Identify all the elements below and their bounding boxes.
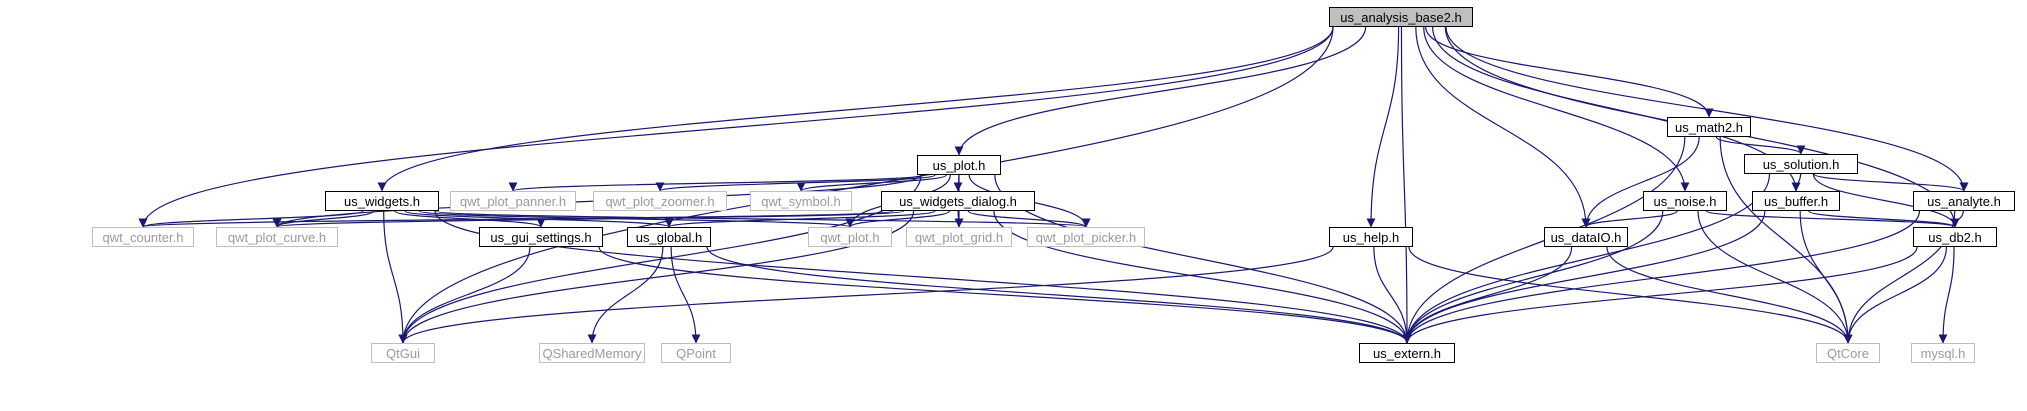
edge-us_widgets_dialog-to-qwt_plot [845,210,950,228]
node-qwt-plot: qwt_plot.h [808,227,892,247]
node-root[interactable]: us_analysis_base2.h [1329,7,1473,27]
edge-root-to-qwt_counter [138,26,1334,228]
edge-us_math2-to-us_dataIO [1581,136,1700,228]
node-us-help[interactable]: us_help.h [1329,227,1413,247]
node-us-global[interactable]: us_global.h [627,227,711,247]
edge-us_dataIO-to-QtCore [1606,246,1853,344]
edge-us_widgets-to-QtGui [383,210,408,344]
edge-us_plot-to-qwt_symbol [796,174,947,192]
node-us-widgets-dialog[interactable]: us_widgets_dialog.h [881,191,1035,211]
edge-us_noise-to-us_dataIO [1581,210,1678,228]
node-qwt-symbol: qwt_symbol.h [750,191,852,211]
edge-us_analyte-to-us_extern [1402,210,1921,344]
dependency-edges [138,26,1969,344]
edge-us_widgets_dialog-to-qwt_plot_grid [954,210,964,228]
edge-us_global-to-QSharedMemory [587,246,664,344]
edge-us_widgets_dialog-to-qwt_plot_picker [967,210,1091,228]
edge-root-to-us_noise [1423,26,1690,192]
edge-us_help-to-QtCore [1408,246,1853,344]
edge-us_solution-to-us_extern [1402,173,1771,344]
edge-us_noise-to-us_extern [1402,210,1664,344]
edge-root-to-us_extern [1400,26,1412,344]
node-mysql: mysql.h [1911,343,1975,363]
edge-us_global-to-QPoint [670,246,701,344]
edge-root-to-QtGui [398,26,1334,344]
edge-us_math2-to-us_solution [1715,136,1806,155]
node-us-db2[interactable]: us_db2.h [1913,227,1997,247]
edge-root-to-us_dataIO [1415,26,1591,228]
node-us-buffer[interactable]: us_buffer.h [1752,191,1840,211]
node-us-noise[interactable]: us_noise.h [1643,191,1727,211]
edge-us_plot-to-us_extern [994,174,1412,344]
node-us-dataio[interactable]: us_dataIO.h [1544,227,1628,247]
node-qsharedmemory: QSharedMemory [539,343,645,363]
edge-us_help-to-us_extern [1373,246,1412,344]
node-us-analyte[interactable]: us_analyte.h [1913,191,2015,211]
edge-root-to-us_analyte [1445,26,1969,192]
node-us-solution[interactable]: us_solution.h [1744,154,1858,174]
edge-us_global-to-us_extern [706,246,1412,344]
edge-us_widgets_dialog-to-us_extern [993,210,1412,344]
edge-us_dataIO-to-us_extern [1402,246,1573,344]
node-us-extern[interactable]: us_extern.h [1359,343,1455,363]
edge-us_gui_settings-to-us_extern [598,246,1412,344]
edge-us_gui_settings-to-QtGui [398,246,531,344]
edge-us_solution-to-us_db2 [1812,173,1960,228]
edge-us_widgets_dialog-to-qwt_plot_curve [273,210,905,228]
edge-us_buffer-to-us_db2 [1808,210,1960,228]
edge-us_solution-to-us_analyte [1813,173,1969,192]
edge-us_plot-to-qwt_plot_panner [508,174,924,192]
edge-us_noise-to-QtCore [1697,210,1853,344]
edge-root-to-us_plot [954,26,1367,156]
node-qtcore: QtCore [1816,343,1880,363]
edge-us_db2-to-QtCore [1843,246,1948,344]
edge-us_widgets_dialog-to-us_global [664,210,936,228]
node-us-gui-settings[interactable]: us_gui_settings.h [479,227,603,247]
edge-us_analyte-to-us_db2 [1950,210,1964,228]
node-us-math2[interactable]: us_math2.h [1667,117,1751,137]
node-qwt-plot-panner: qwt_plot_panner.h [450,191,576,211]
edge-us_widgets-to-qwt_plot_picker [434,210,1090,228]
edge-us_db2-to-mysql [1938,246,1955,344]
edge-us_help-to-QtGui [398,246,1334,344]
node-qpoint: QPoint [661,343,731,363]
node-qwt-plot-grid: qwt_plot_grid.h [906,227,1012,247]
edge-us_buffer-to-us_extern [1402,210,1766,344]
edge-root-to-us_math2 [1425,26,1714,118]
edge-us_widgets-to-qwt_counter [138,210,364,228]
node-us-plot[interactable]: us_plot.h [917,155,1001,175]
node-us-widgets[interactable]: us_widgets.h [325,191,439,211]
node-qwt-counter: qwt_counter.h [92,227,194,247]
edge-us_noise-to-us_db2 [1706,210,1960,228]
edge-us_solution-to-us_buffer [1791,173,1802,192]
edge-us_db2-to-us_extern [1402,246,1918,344]
edge-root-to-us_help [1366,26,1400,228]
node-qwt-plot-picker: qwt_plot_picker.h [1027,227,1145,247]
node-qwt-plot-curve: qwt_plot_curve.h [216,227,338,247]
node-qtgui: QtGui [371,343,435,363]
node-qwt-plot-zoomer: qwt_plot_zoomer.h [593,191,727,211]
edge-root-to-us_widgets [377,26,1334,192]
